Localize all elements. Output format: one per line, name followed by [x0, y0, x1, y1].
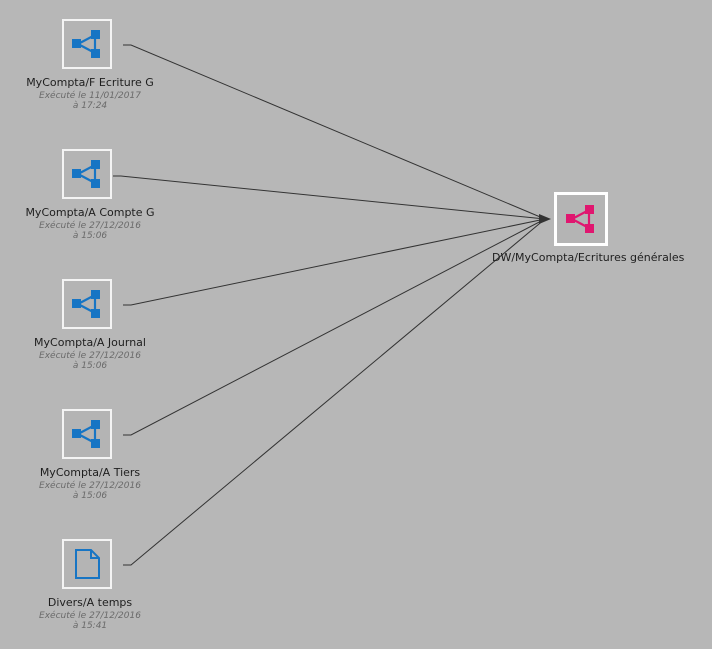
- dataflow-icon: [72, 420, 100, 448]
- source-label: Divers/A temps: [47, 596, 133, 609]
- run-date: Exécuté le 27/12/2016: [39, 351, 141, 361]
- arrowhead: [539, 214, 551, 224]
- edge-5: [123, 218, 546, 566]
- run-time: à 15:41: [72, 621, 108, 631]
- dataflow-icon: [72, 290, 100, 318]
- source-label: MyCompta/F Ecriture G: [26, 76, 154, 89]
- edge-3: [123, 218, 546, 306]
- run-date: Exécuté le 27/12/2016: [39, 481, 141, 491]
- edge-1: [123, 44, 546, 220]
- source-tile-3[interactable]: [62, 279, 112, 329]
- run-time: à 17:24: [72, 101, 108, 111]
- run-time: à 15:06: [72, 361, 108, 371]
- source-tile-2[interactable]: [62, 149, 112, 199]
- source-label: MyCompta/A Compte G: [25, 206, 155, 219]
- run-date: Exécuté le 11/01/2017: [39, 91, 141, 101]
- target-label: DW/MyCompta/Ecritures générales: [492, 251, 685, 264]
- source-tile-4[interactable]: [62, 409, 112, 459]
- source-label: MyCompta/A Journal: [34, 336, 146, 349]
- document-icon: [75, 549, 100, 579]
- run-date: Exécuté le 27/12/2016: [39, 221, 141, 231]
- source-tile-1[interactable]: [62, 19, 112, 69]
- source-tile-5[interactable]: [62, 539, 112, 589]
- edge-4: [123, 218, 546, 436]
- run-date: Exécuté le 27/12/2016: [39, 611, 141, 621]
- run-time: à 15:06: [72, 491, 108, 501]
- dataflow-icon: [72, 160, 100, 188]
- edge-2: [113, 175, 546, 220]
- target-tile[interactable]: [554, 192, 608, 246]
- run-time: à 15:06: [72, 231, 108, 241]
- dataflow-icon: [72, 30, 100, 58]
- dataflow-icon: [566, 205, 594, 233]
- source-label: MyCompta/A Tiers: [39, 466, 141, 479]
